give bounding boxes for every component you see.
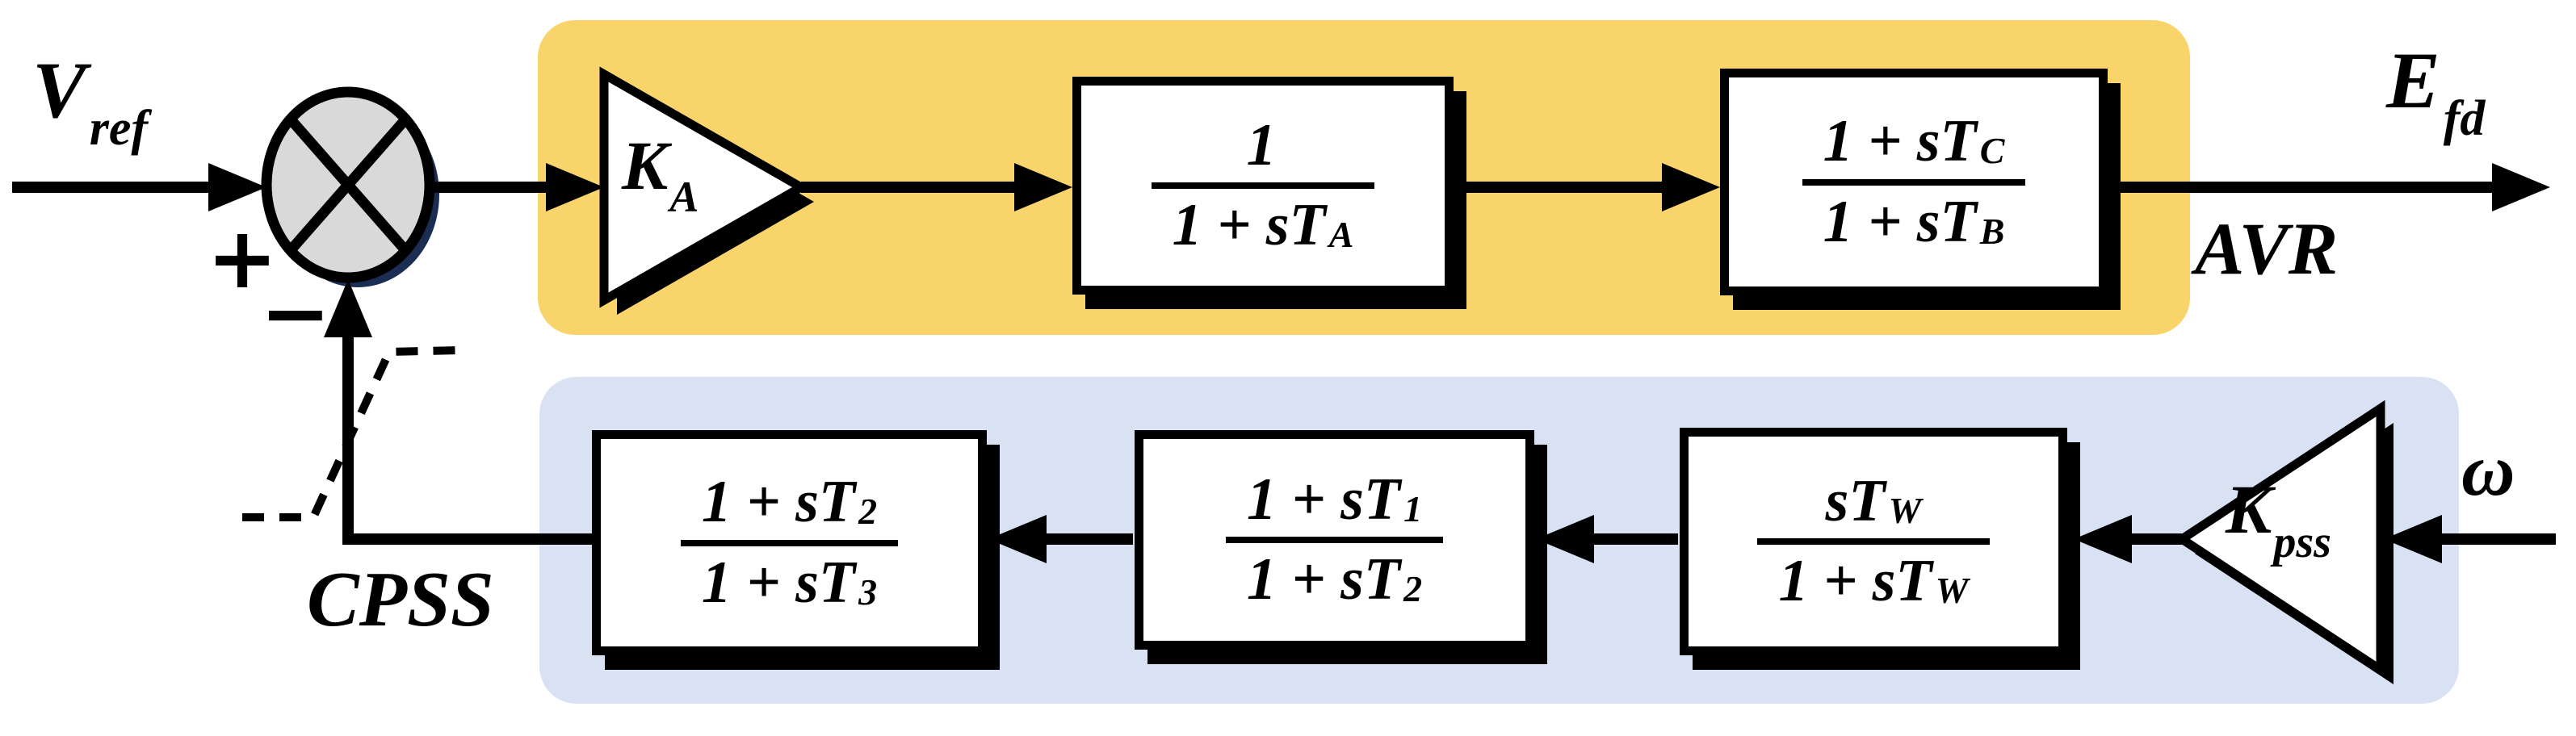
numerator: sT xyxy=(1825,467,1886,534)
feedback-arrowhead-icon xyxy=(324,279,372,337)
avr-region-label: AVR xyxy=(2195,207,2339,290)
leadlag1-input-arrowhead-icon xyxy=(1536,515,1594,563)
efd-base: E xyxy=(2386,36,2440,125)
vref-base: V xyxy=(32,45,86,135)
kpss-gain-label: Kpss xyxy=(2226,475,2331,565)
denominator: 1 + sT xyxy=(1823,188,1977,255)
numerator: 1 + sT xyxy=(1823,108,1977,175)
leadlag-input-arrowhead-icon xyxy=(1662,163,1720,211)
denominator-subscript: A xyxy=(1328,214,1354,255)
fraction-bar xyxy=(680,539,899,546)
filter-input-arrowhead-icon xyxy=(1014,163,1072,211)
numerator-subscript: 2 xyxy=(858,491,878,533)
vref-subscript: ref xyxy=(89,101,148,156)
efd-subscript: fd xyxy=(2443,91,2486,146)
ka-triangle-icon xyxy=(599,66,811,308)
denominator-subscript: 2 xyxy=(1403,568,1423,609)
numerator-subscript: W xyxy=(1888,489,1922,531)
vref-arrowhead-icon xyxy=(208,163,266,211)
numerator: 1 xyxy=(1246,111,1277,178)
sum-junction-x-stroke xyxy=(287,115,409,254)
denominator-subscript: W xyxy=(1935,570,1969,611)
cpss-region-label: CPSS xyxy=(307,556,494,642)
fraction-bar xyxy=(1225,537,1444,543)
sum-plus-sign: + xyxy=(207,209,278,307)
vref-signal-label: Vref xyxy=(32,50,148,156)
ka-base: K xyxy=(622,127,669,204)
washout-input-arrowhead-icon xyxy=(2074,515,2132,563)
omega-signal-label: ω xyxy=(2461,429,2515,511)
denominator-subscript: 3 xyxy=(858,571,878,613)
fraction-bar xyxy=(1802,178,2026,186)
kpss-triangle-icon xyxy=(2173,399,2385,679)
denominator: 1 + sT xyxy=(1246,546,1401,613)
numerator: 1 + sT xyxy=(701,469,856,536)
sum-minus-sign: − xyxy=(260,264,331,362)
efd-signal-label: Efd xyxy=(2386,40,2485,144)
numerator-subscript: 1 xyxy=(1403,487,1423,529)
denominator: 1 + sT xyxy=(1778,548,1932,614)
ka-gain-label: KA xyxy=(622,131,699,219)
gain-input-arrowhead-icon xyxy=(546,163,604,211)
efd-arrowhead-icon xyxy=(2492,163,2550,211)
fraction-bar xyxy=(1757,538,1990,545)
ka-subscript: A xyxy=(669,173,699,221)
denominator-subscript: B xyxy=(1979,210,2005,252)
denominator: 1 + sT xyxy=(701,549,856,616)
kpss-subscript: pss xyxy=(2273,517,2331,567)
feedback-line xyxy=(342,337,592,545)
leadlag2-input-arrowhead-icon xyxy=(988,515,1047,563)
fraction-bar xyxy=(1151,182,1375,189)
numerator: 1 + sT xyxy=(1246,466,1401,533)
numerator-subscript: C xyxy=(1979,130,2005,172)
kpss-base: K xyxy=(2226,470,2272,548)
omega-arrowhead-icon xyxy=(2384,515,2442,563)
saturation-limit-icon xyxy=(242,346,459,521)
denominator: 1 + sT xyxy=(1172,192,1326,258)
